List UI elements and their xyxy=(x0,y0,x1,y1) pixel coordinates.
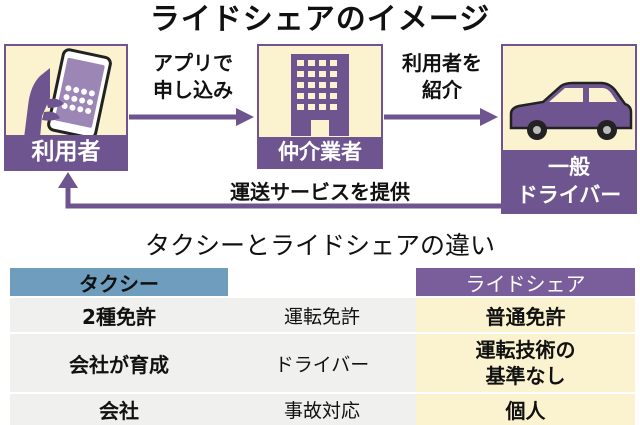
broker-label: 仲介業者 xyxy=(259,137,381,167)
introduce-user-text: 利用者を 紹介 xyxy=(386,50,498,104)
table-row: 会社 事故対応 個人 xyxy=(10,394,635,425)
driver-box: 一般 ドライバー xyxy=(501,44,637,214)
user-label: 利用者 xyxy=(6,135,126,169)
diagram-title: ライドシェアのイメージ xyxy=(149,2,491,37)
introduce-line-1: 利用者を xyxy=(402,51,482,75)
introduce-line-2: 紹介 xyxy=(422,78,462,102)
apply-line-1: アプリで xyxy=(153,51,233,75)
taxi-cell: 2種免許 xyxy=(10,298,228,332)
table-row: 2種免許 運転免許 普通免許 xyxy=(10,298,635,332)
broker-box: 仲介業者 xyxy=(257,44,383,169)
arrow-transport xyxy=(58,172,501,209)
driver-label-line-1: 一般 xyxy=(548,155,590,179)
rideshare-cell-line-1: 運転技術の xyxy=(475,338,576,362)
car-icon xyxy=(509,81,633,140)
arrow-apply xyxy=(129,108,254,126)
rideshare-cell: 個人 xyxy=(416,394,635,425)
apply-line-2: 申し込み xyxy=(153,78,233,102)
topic-cell: ドライバー xyxy=(228,334,416,392)
provide-transport-text: 運送サービスを提供 xyxy=(230,180,410,204)
taxi-header: タクシー xyxy=(10,268,228,296)
office-building-icon xyxy=(291,54,349,136)
user-box: 利用者 xyxy=(4,44,128,171)
apply-via-app-text: アプリで 申し込み xyxy=(130,50,256,104)
comparison-header-row: タクシー ライドシェア xyxy=(10,268,635,296)
taxi-cell: 会社が育成 xyxy=(10,334,228,392)
rideshare-cell: 運転技術の 基準なし xyxy=(416,334,635,392)
taxi-cell: 会社 xyxy=(10,394,228,425)
driver-label: 一般 ドライバー xyxy=(503,150,635,212)
topic-cell: 運転免許 xyxy=(228,298,416,332)
table-row: 会社が育成 ドライバー 運転技術の 基準なし xyxy=(10,334,635,392)
rideshare-cell-line-2: 基準なし xyxy=(485,364,566,388)
smartphone-icon xyxy=(24,48,112,138)
driver-label-line-2: ドライバー xyxy=(516,183,622,207)
arrow-introduce xyxy=(384,108,498,126)
topic-cell: 事故対応 xyxy=(228,394,416,425)
rideshare-cell: 普通免許 xyxy=(416,298,635,332)
comparison-title: タクシーとライドシェアの違い xyxy=(144,231,495,260)
rideshare-header: ライドシェア xyxy=(416,268,635,296)
